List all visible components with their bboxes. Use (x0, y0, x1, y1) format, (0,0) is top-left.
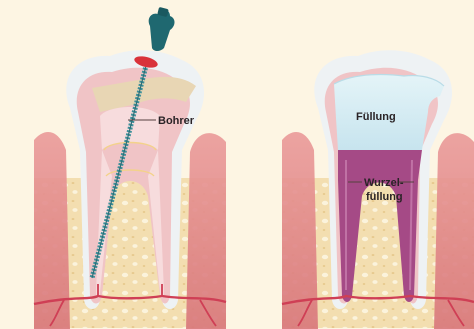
left-panel: Bohrer (34, 7, 226, 329)
drill-handle (149, 10, 175, 51)
drill-label: Bohrer (158, 115, 195, 127)
filling-label: Füllung (356, 111, 396, 123)
root-filling-label-line1: Wurzel- (364, 177, 404, 189)
root-filling-label-line2: füllung (366, 191, 403, 203)
right-panel: Füllung Wurzel- füllung (282, 50, 474, 329)
